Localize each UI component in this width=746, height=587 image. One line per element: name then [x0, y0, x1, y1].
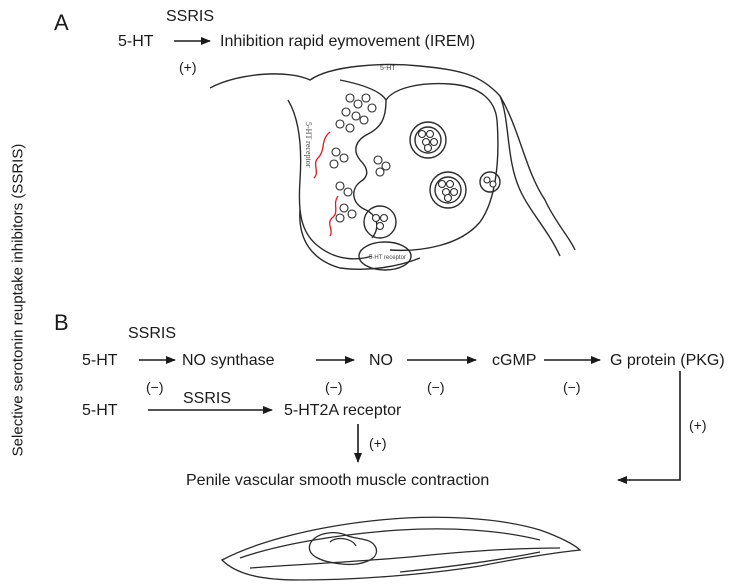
- panel-b-node-cgmp: cGMP: [492, 352, 537, 369]
- panel-b-row2-drug: SSRIS: [183, 390, 232, 407]
- panel-a-target: Inhibition rapid eymovement (IREM): [220, 33, 476, 50]
- panel-b-sign-3: (−): [427, 379, 445, 395]
- synapse-top-label: 5-HT: [380, 65, 396, 72]
- vesicle-clusters: [329, 93, 497, 231]
- vesicle-label: 5-HT receptor: [369, 255, 406, 261]
- panel-a-letter: A: [54, 10, 69, 35]
- panel-a-drug: SSRIS: [166, 8, 215, 25]
- panel-b-sign-1: (−): [146, 379, 164, 395]
- panel-b-node-5ht: 5-HT: [82, 352, 118, 369]
- panel-b-node-no-synthase: NO synthase: [182, 352, 275, 369]
- panel-b-sign-2: (−): [325, 379, 343, 395]
- panel-b-sign-4: (−): [563, 379, 581, 395]
- panel-b-row2-effect: (+): [369, 435, 387, 451]
- panel-a-source: 5-HT: [118, 33, 154, 50]
- panel-b-row1-drug: SSRIS: [128, 325, 177, 342]
- receptor-label: 5-HT receptor: [304, 122, 313, 168]
- panel-b-node-no: NO: [369, 352, 393, 369]
- panel-b-node-g-protein: G protein (PKG): [610, 352, 725, 369]
- synapse-illustration: 5-HT receptor 5-HT 5-HT receptor: [209, 63, 576, 271]
- panel-b-row2-target: 5-HT2A receptor: [284, 402, 402, 419]
- panel-b-letter: B: [54, 310, 69, 335]
- panel-b-outcome: Penile vascular smooth muscle contractio…: [186, 472, 490, 489]
- panel-a-effect: (+): [179, 59, 197, 75]
- panel-b-right-effect: (+): [689, 417, 707, 433]
- panel-b-row2-source: 5-HT: [82, 402, 118, 419]
- arrow-g-protein-to-outcome: [617, 371, 681, 484]
- smooth-muscle-cell-illustration: [220, 516, 582, 581]
